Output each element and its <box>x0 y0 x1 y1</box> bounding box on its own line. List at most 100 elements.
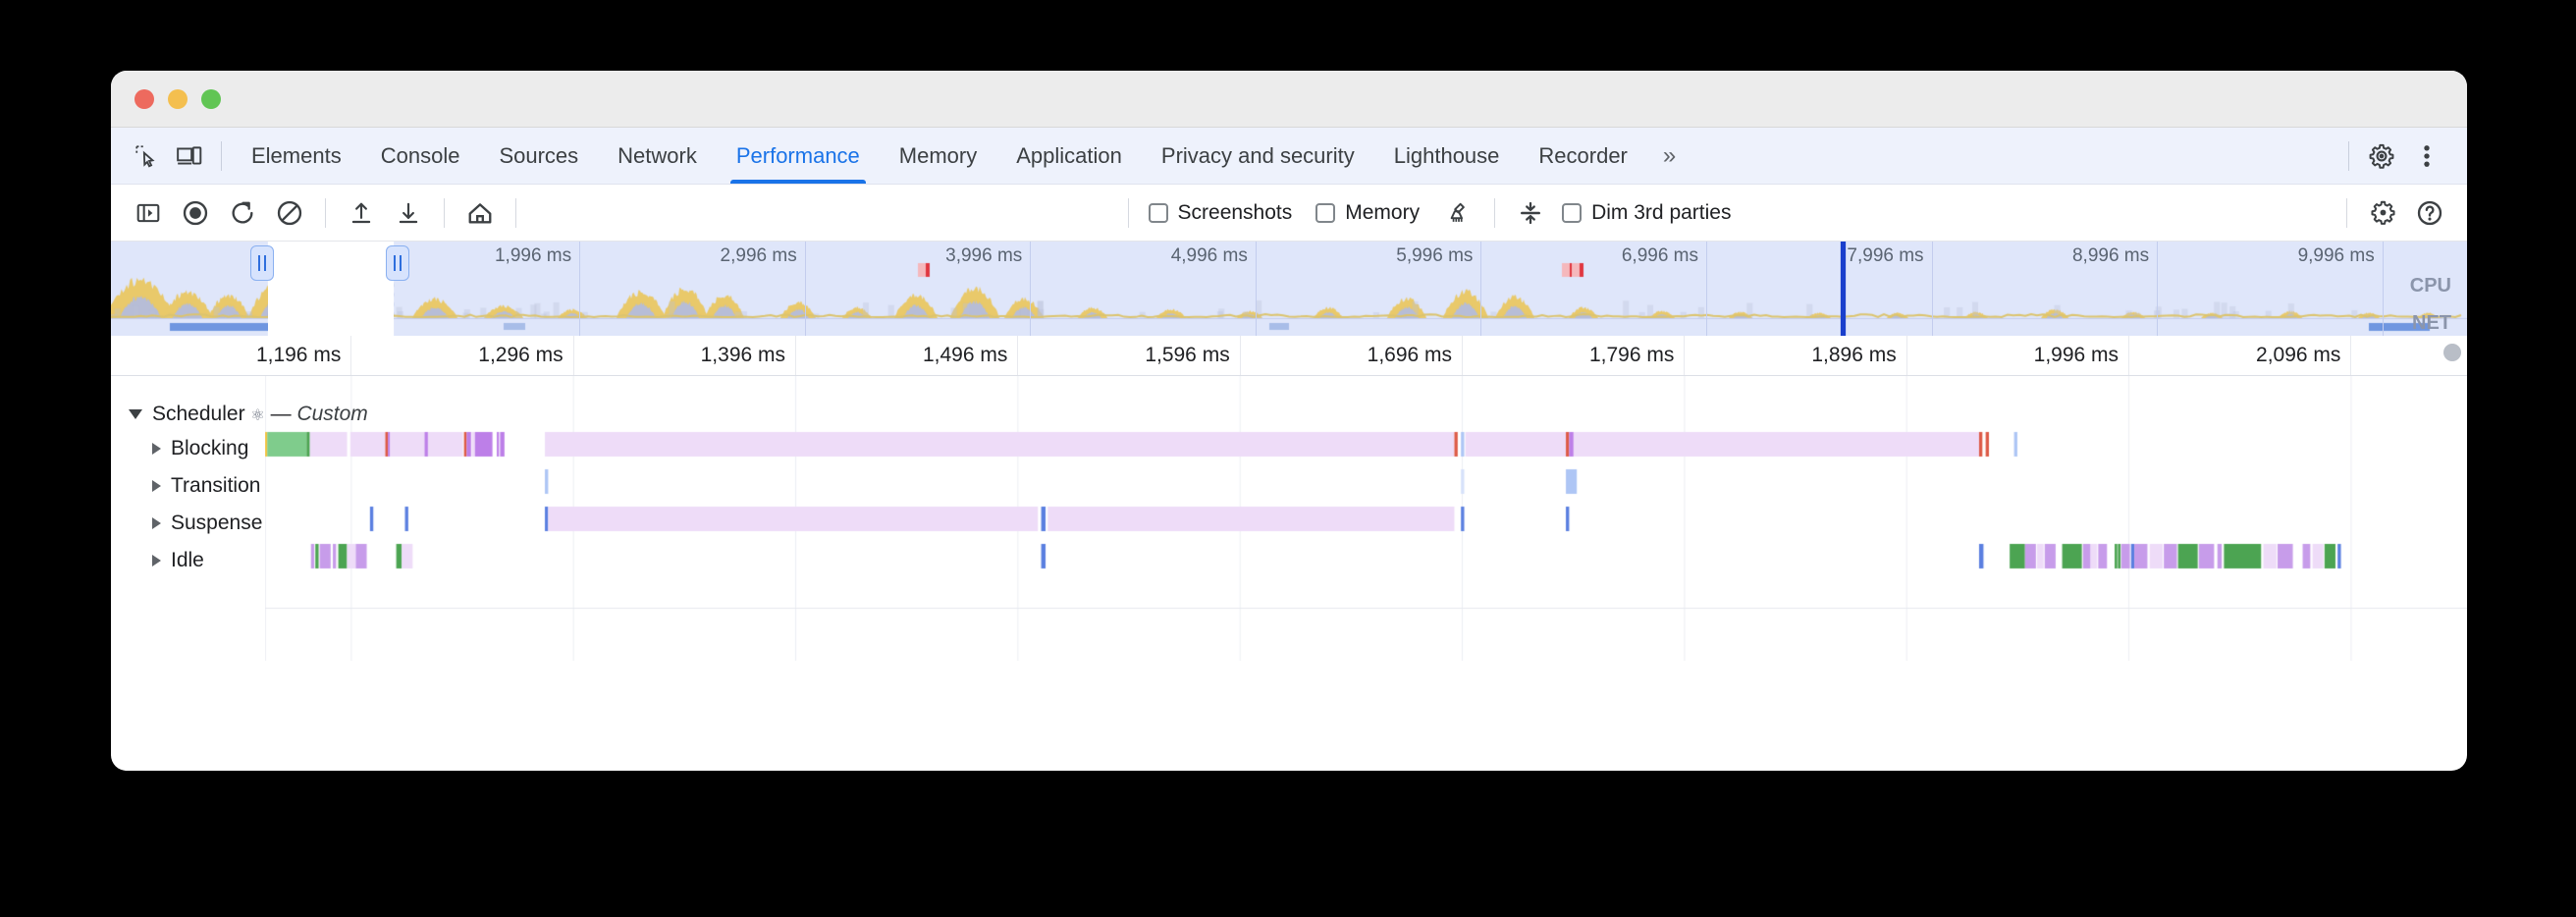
track-idle-header[interactable]: Idle <box>152 540 204 580</box>
tab-elements[interactable]: Elements <box>251 142 342 168</box>
ruler-tick-label: 1,796 ms <box>1588 344 1675 366</box>
net-label: NET <box>2412 312 2451 334</box>
upload-icon[interactable] <box>338 192 385 234</box>
tab-memory[interactable]: Memory <box>898 142 978 168</box>
ruler-tick-label: 1,296 ms <box>478 344 564 366</box>
help-icon[interactable] <box>2406 192 2453 234</box>
screenshots-checkbox-box[interactable] <box>1148 202 1168 223</box>
tab-recorder[interactable]: Recorder <box>1538 142 1628 168</box>
toolbar-divider-2 <box>444 197 445 228</box>
memory-label: Memory <box>1345 200 1421 224</box>
overview-tick <box>579 242 581 336</box>
track-group-scheduler[interactable]: Scheduler ⚛ — Custom <box>111 394 2467 434</box>
overview-tick-label: 5,996 ms <box>1396 245 1474 266</box>
tab-lighthouse[interactable]: Lighthouse <box>1393 142 1500 168</box>
performance-toolbar: Screenshots Memory Dim 3rd parties <box>111 185 2467 242</box>
track-suspense-header[interactable]: Suspense <box>152 503 262 543</box>
chevron-right-icon[interactable] <box>152 442 161 455</box>
reload-and-record-icon[interactable] <box>219 192 266 234</box>
clear-icon[interactable] <box>266 192 313 234</box>
track-transition-header[interactable]: Transition <box>152 465 260 506</box>
tabbar-divider <box>221 140 222 171</box>
timeline-overview[interactable]: 996 ms1,996 ms2,996 ms3,996 ms4,996 ms5,… <box>111 242 2467 336</box>
memory-checkbox-box[interactable] <box>1315 202 1336 223</box>
ruler-tick-label: 1,496 ms <box>922 344 1008 366</box>
track-suspense-label: Suspense <box>171 511 263 534</box>
more-options-icon[interactable] <box>2404 136 2449 176</box>
overview-selection-window[interactable] <box>268 242 394 336</box>
dim-3rd-parties-label: Dim 3rd parties <box>1591 200 1732 224</box>
track-idle[interactable]: Idle <box>111 540 2467 580</box>
ruler-tick-label: 1,396 ms <box>700 344 786 366</box>
flame-chart-canvas[interactable] <box>111 376 2467 661</box>
scheduler-group-header[interactable]: Scheduler ⚛ — Custom <box>129 394 368 434</box>
tab-sources[interactable]: Sources <box>499 142 579 168</box>
window-title-bar <box>111 71 2467 128</box>
tab-console[interactable]: Console <box>380 142 460 168</box>
toolbar-divider-3 <box>515 197 516 228</box>
record-icon[interactable] <box>172 192 219 234</box>
ruler-tick <box>1017 336 1019 375</box>
overview-tick <box>1255 242 1257 336</box>
track-blocking-header[interactable]: Blocking <box>152 428 248 468</box>
overview-tick-label: 8,996 ms <box>2071 245 2150 266</box>
more-tabs-chevron-icon[interactable]: » <box>1662 141 1677 169</box>
settings-gear-icon[interactable] <box>2359 136 2404 176</box>
screenshots-checkbox[interactable]: Screenshots <box>1141 201 1301 225</box>
ruler-tick <box>2350 336 2352 375</box>
ruler-tick <box>2128 336 2130 375</box>
scheduler-dash: — <box>270 402 292 425</box>
chevron-right-icon[interactable] <box>152 554 161 566</box>
tab-network[interactable]: Network <box>617 142 697 168</box>
flame-chart-tracks[interactable]: Scheduler ⚛ — Custom Blocking Transition <box>111 376 2467 661</box>
close-window-button[interactable] <box>134 88 154 109</box>
chevron-right-icon[interactable] <box>152 516 161 529</box>
scheduler-label: Scheduler <box>152 402 245 425</box>
tab-application[interactable]: Application <box>1016 142 1122 168</box>
track-blocking[interactable]: Blocking <box>111 428 2467 468</box>
download-icon[interactable] <box>385 192 432 234</box>
garbage-collect-icon[interactable] <box>1435 192 1482 234</box>
ruler-tick-label: 1,596 ms <box>1145 344 1230 366</box>
overview-time-marker <box>1841 242 1846 336</box>
ruler-tick <box>1462 336 1464 375</box>
track-transition-label: Transition <box>171 473 261 497</box>
settings-gear-icon[interactable] <box>2359 192 2406 234</box>
timeline-ruler[interactable]: ••• 1,196 ms1,296 ms1,396 ms1,496 ms1,59… <box>111 336 2467 390</box>
ruler-tick <box>1684 336 1686 375</box>
selection-end-handle[interactable] <box>386 245 409 281</box>
ruler-tick-label: 1,696 ms <box>1367 344 1453 366</box>
overview-cpu-net-chart <box>111 242 2467 336</box>
tab-privacy-and-security[interactable]: Privacy and security <box>1160 142 1355 168</box>
collapse-icon[interactable] <box>1507 192 1554 234</box>
sidebar-toggle-icon[interactable] <box>125 192 172 234</box>
chevron-down-icon[interactable] <box>129 408 142 419</box>
dim-3rd-parties-checkbox[interactable]: Dim 3rd parties <box>1554 201 1739 225</box>
device-toolbar-icon[interactable] <box>168 136 211 176</box>
ruler-tick-label: 1,196 ms <box>255 344 342 366</box>
toolbar-divider-4 <box>1127 197 1129 228</box>
tabbar-divider-right <box>2348 140 2349 171</box>
track-transition[interactable]: Transition <box>111 465 2467 506</box>
toolbar-divider-1 <box>325 197 326 228</box>
memory-checkbox[interactable]: Memory <box>1308 201 1427 225</box>
ruler-tick-label: 1,896 ms <box>1811 344 1897 366</box>
cpu-label: CPU <box>2409 275 2451 297</box>
ruler-tick <box>795 336 797 375</box>
inspect-icon[interactable] <box>125 136 168 176</box>
track-suspense[interactable]: Suspense <box>111 503 2467 543</box>
dim-3rd-parties-checkbox-box[interactable] <box>1562 202 1583 223</box>
selection-start-handle[interactable] <box>250 245 274 281</box>
home-icon[interactable] <box>456 192 504 234</box>
chevron-right-icon[interactable] <box>152 479 161 492</box>
minimize-window-button[interactable] <box>168 88 188 109</box>
toolbar-divider-5 <box>1494 197 1496 228</box>
tab-performance[interactable]: Performance <box>717 129 880 184</box>
ruler-tick <box>572 336 574 375</box>
maximize-window-button[interactable] <box>201 88 221 109</box>
overview-tick <box>804 242 806 336</box>
scheduler-suffix: Custom <box>296 402 368 425</box>
ruler-scroll-thumb[interactable] <box>2443 344 2461 361</box>
overview-tick <box>2157 242 2159 336</box>
track-idle-label: Idle <box>171 548 204 571</box>
